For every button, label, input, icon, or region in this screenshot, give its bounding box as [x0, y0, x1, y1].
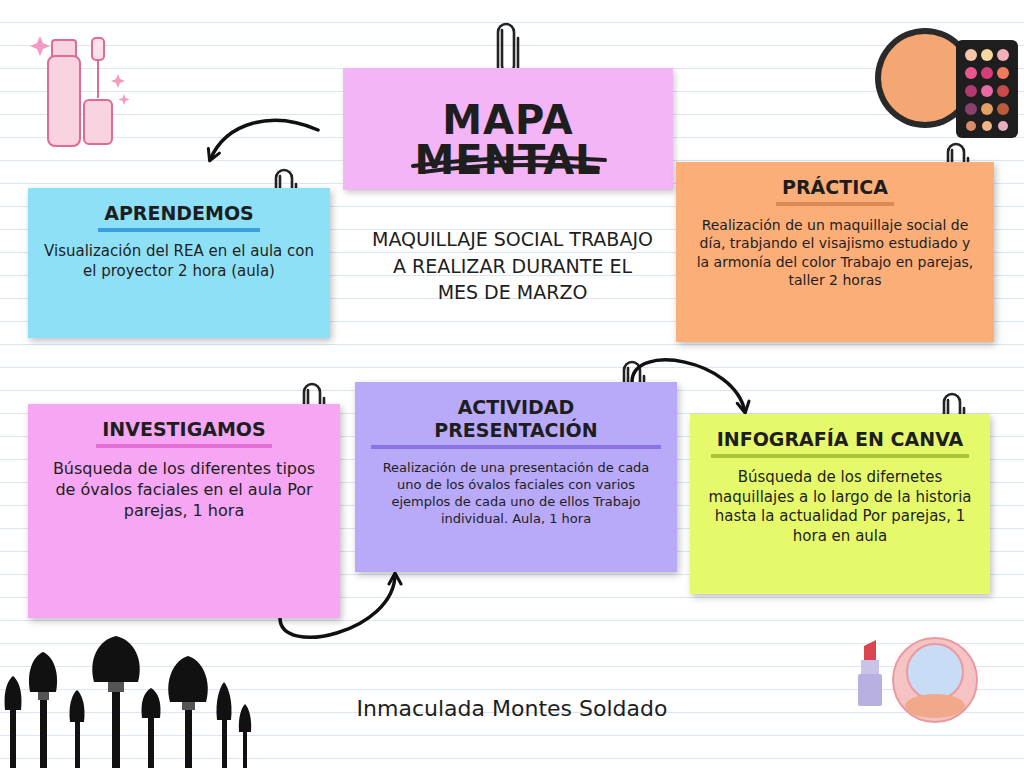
note-card: INVESTIGAMOS Búsqueda de los diferentes t… — [28, 404, 340, 618]
card-heading: INVESTIGAMOS — [96, 418, 271, 448]
note-card: ACTIVIDAD PRESENTACIÓN Realización de una… — [355, 382, 677, 572]
card-heading: INFOGRAFÍA EN CANVA — [711, 428, 970, 458]
title-text: MAPA MENTAL — [343, 68, 673, 180]
note-card: APRENDEMOS Visualización del REA en el au… — [28, 188, 330, 338]
card-body: Realización de un maquillaje social de d… — [692, 216, 978, 290]
card-body: Realización de una presentación de cada … — [371, 459, 661, 528]
cosmetic-bottles — [30, 36, 130, 146]
card-body: Búsqueda de los difernetes maquillajes a… — [706, 468, 974, 547]
lipstick-compact — [858, 638, 977, 722]
card-heading: APRENDEMOS — [98, 202, 260, 232]
title-arrow — [210, 120, 318, 160]
card-body: Visualización del REA en el aula con el … — [44, 242, 314, 282]
title-box: MAPA MENTAL — [343, 68, 673, 190]
author-credit: Inmaculada Montes Soldado — [300, 696, 724, 722]
makeup-brushes — [5, 636, 252, 768]
card-heading: PRÁCTICA — [776, 176, 894, 206]
card-heading: ACTIVIDAD PRESENTACIÓN — [371, 396, 661, 449]
center-note: MAQUILLAJE SOCIAL TRABAJO A REALIZAR DUR… — [370, 226, 655, 306]
powder-palette — [875, 28, 1018, 138]
note-card: INFOGRAFÍA EN CANVA Búsqueda de los difer… — [690, 414, 990, 594]
note-card: PRÁCTICA Realización de un maquillaje soc… — [676, 162, 994, 342]
card-body: Búsqueda de los diferentes tipos de óval… — [44, 458, 324, 521]
